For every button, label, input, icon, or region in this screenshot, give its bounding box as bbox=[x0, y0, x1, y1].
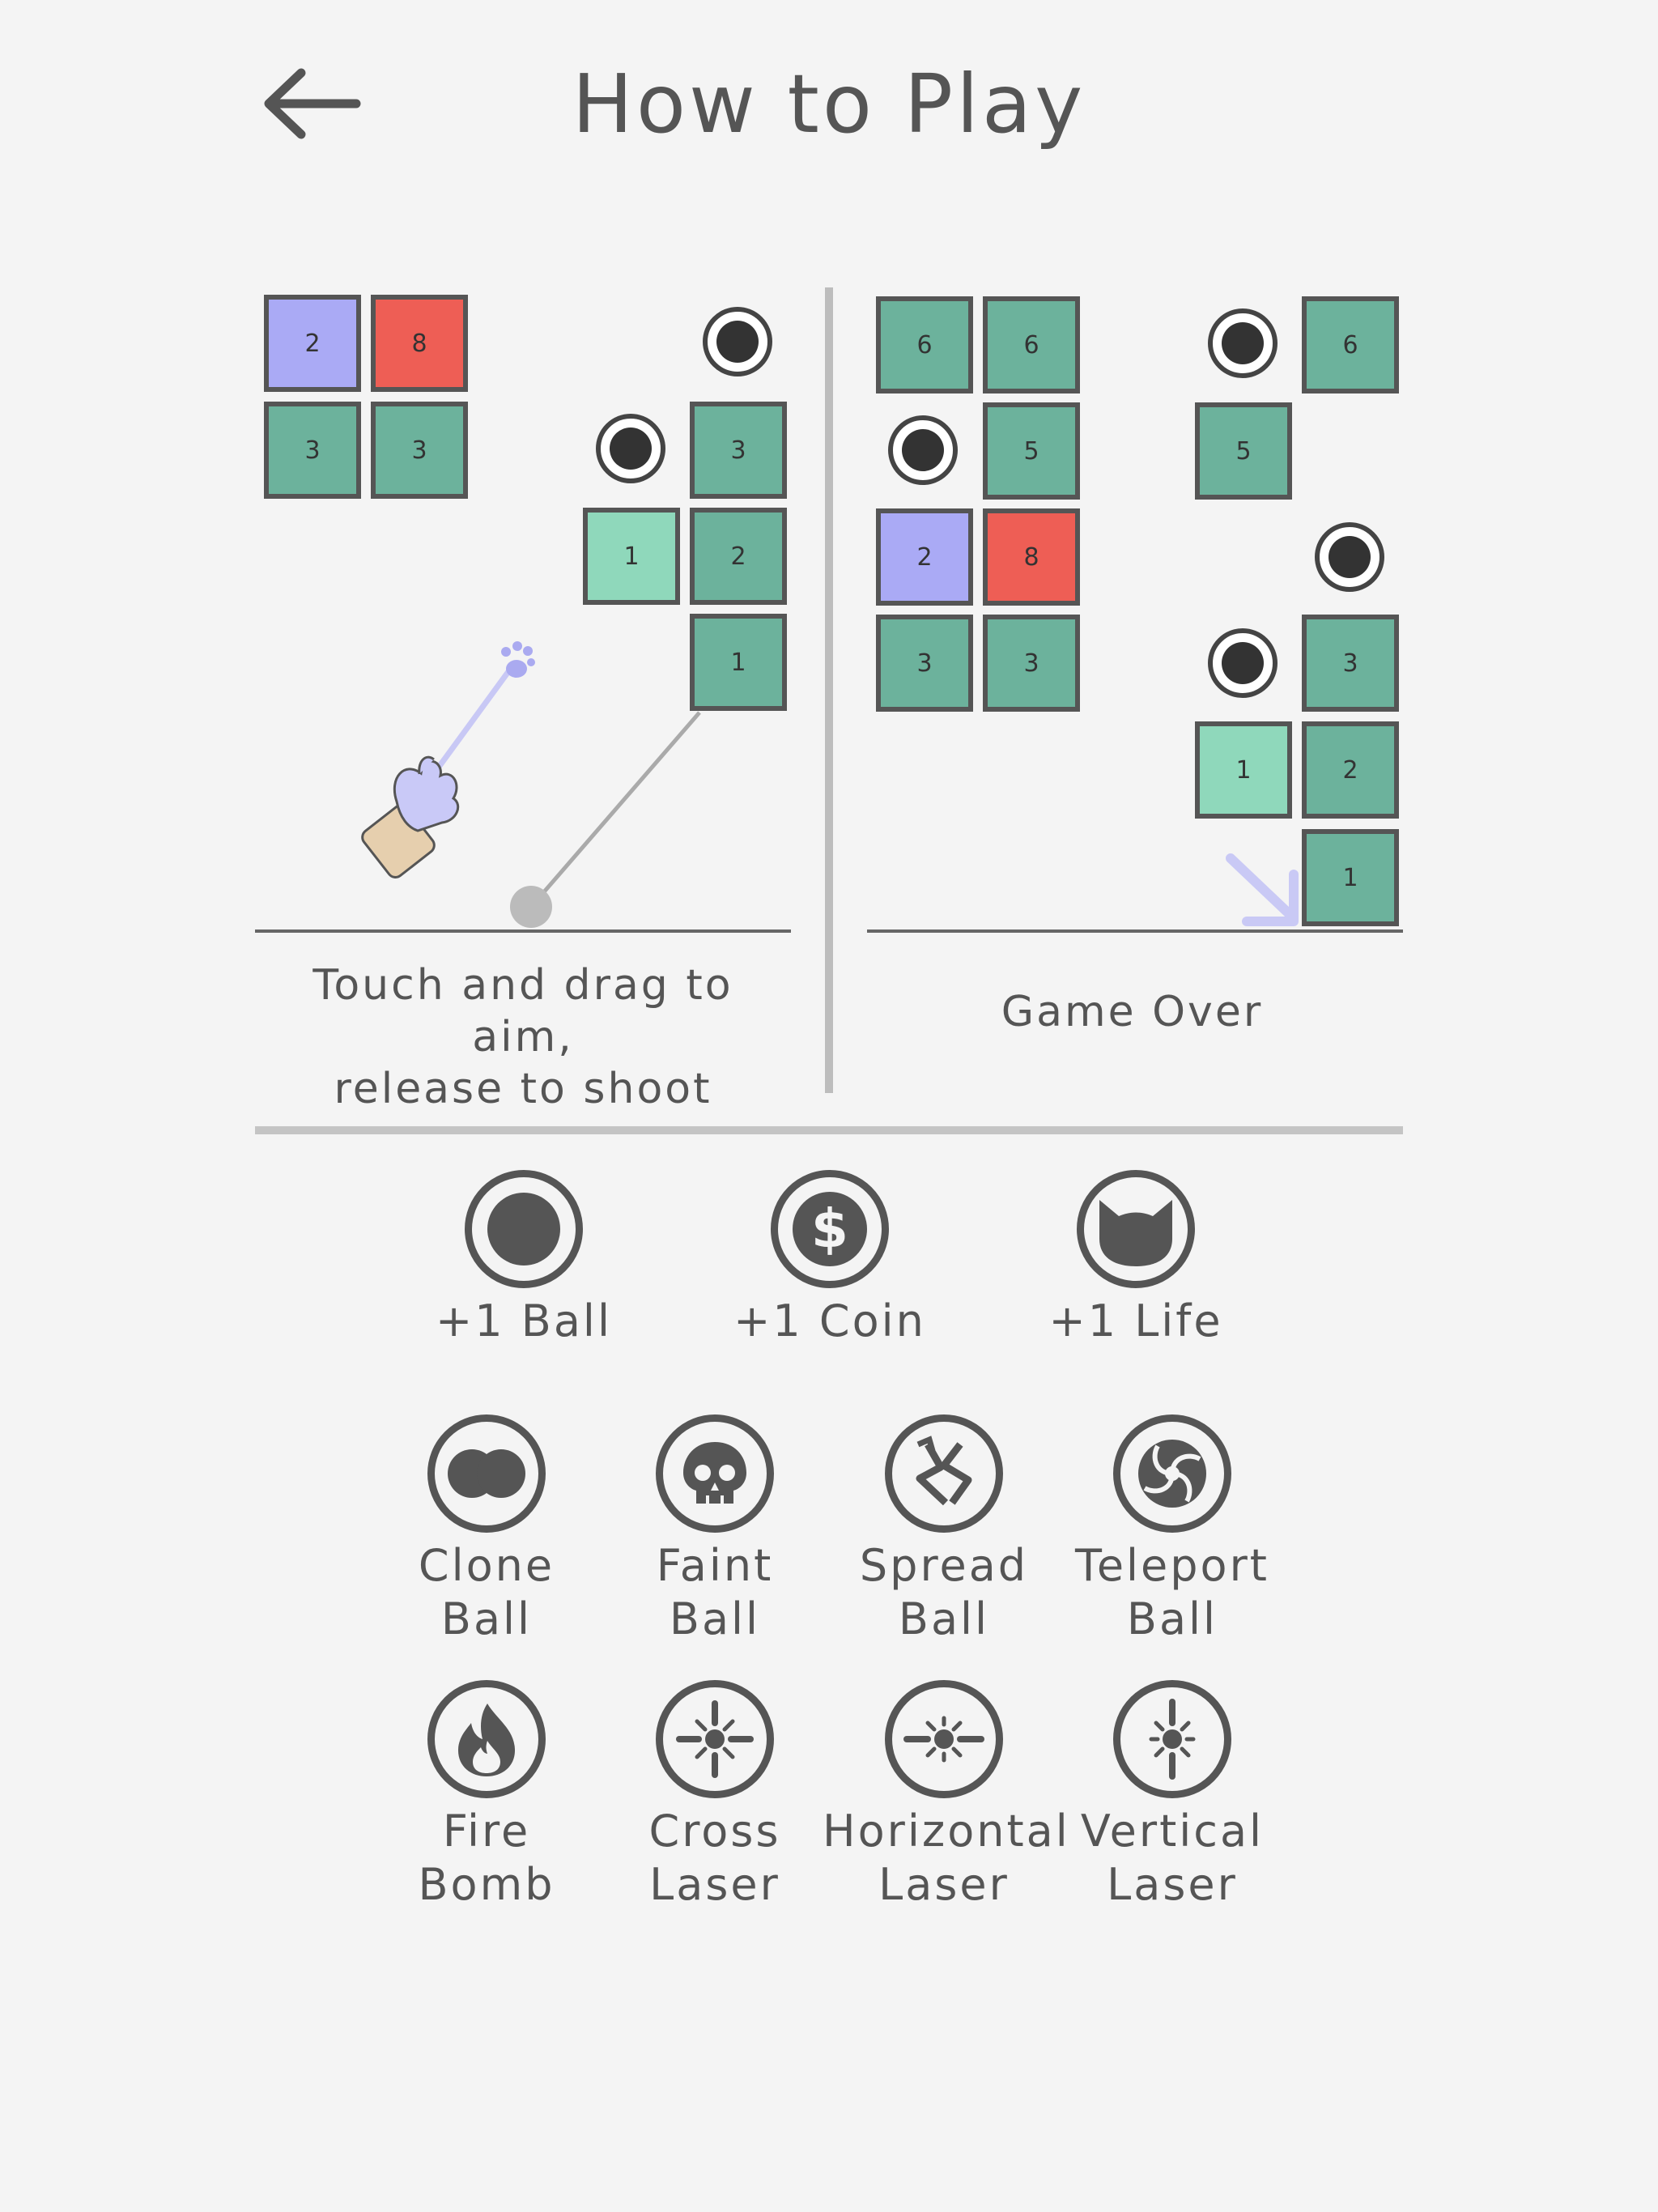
skull-icon bbox=[656, 1414, 774, 1533]
powerup-label-line: Ball bbox=[1126, 1593, 1218, 1644]
tile: 1 bbox=[690, 614, 787, 711]
back-button[interactable] bbox=[259, 65, 364, 146]
tile: 5 bbox=[1195, 402, 1292, 500]
powerup-label-line: Faint bbox=[656, 1540, 774, 1591]
cross-laser-icon bbox=[656, 1680, 774, 1798]
clone-ball-icon bbox=[427, 1414, 546, 1533]
aim-instruction-line: Touch and drag to aim, bbox=[312, 961, 733, 1061]
tile: 3 bbox=[983, 615, 1080, 712]
svg-text:$: $ bbox=[811, 1197, 848, 1260]
section-divider bbox=[255, 1126, 1403, 1134]
panel-divider bbox=[825, 287, 833, 1093]
tile: 3 bbox=[264, 402, 361, 499]
powerup-label-line: Ball bbox=[440, 1593, 533, 1644]
tile: 1 bbox=[1195, 721, 1292, 819]
cat-head-icon bbox=[1077, 1170, 1195, 1288]
tile: 3 bbox=[1302, 615, 1399, 712]
pickup-label: +1 Ball bbox=[436, 1295, 612, 1346]
powerup-label-line: Laser bbox=[649, 1859, 780, 1910]
dollar-coin-icon: $ bbox=[771, 1170, 889, 1288]
tile: 2 bbox=[1302, 721, 1399, 819]
tile: 5 bbox=[983, 402, 1080, 500]
flame-icon bbox=[427, 1680, 546, 1798]
tile: 8 bbox=[983, 508, 1080, 606]
floor-line bbox=[867, 929, 1403, 933]
ball-pickup-marker bbox=[596, 414, 665, 483]
pickup-label: +1 Coin bbox=[733, 1295, 926, 1346]
page-title: How to Play bbox=[572, 57, 1086, 151]
tile: 3 bbox=[690, 402, 787, 499]
spread-arrows-icon bbox=[885, 1414, 1003, 1533]
powerup-label-line: Cross bbox=[648, 1806, 781, 1857]
vortex-icon bbox=[1113, 1414, 1231, 1533]
ball-pickup-marker bbox=[1315, 522, 1384, 592]
aim-instruction-line: release to shoot bbox=[334, 1065, 712, 1113]
pickup-life: +1 Life bbox=[1014, 1170, 1257, 1348]
arrow-down-right-icon bbox=[1226, 853, 1299, 926]
tile: 2 bbox=[876, 508, 973, 606]
tile: 2 bbox=[264, 295, 361, 392]
tile: 1 bbox=[583, 508, 680, 605]
vertical-laser-icon bbox=[1113, 1680, 1231, 1798]
tile: 6 bbox=[876, 296, 973, 393]
tile: 3 bbox=[876, 615, 973, 712]
powerup-label-line: Teleport bbox=[1075, 1540, 1269, 1591]
pickup-label: +1 Life bbox=[1048, 1295, 1223, 1346]
powerup-label-line: Spread bbox=[859, 1540, 1029, 1591]
powerup-label-line: Fire bbox=[442, 1806, 531, 1857]
tile: 6 bbox=[983, 296, 1080, 393]
tile: 6 bbox=[1302, 296, 1399, 393]
powerup-label-line: Ball bbox=[669, 1593, 761, 1644]
tile: 3 bbox=[371, 402, 468, 499]
aim-illustration bbox=[361, 641, 701, 928]
cat-hand-icon bbox=[361, 755, 460, 878]
aim-instruction: Touch and drag to aim, release to shoot bbox=[255, 959, 791, 1115]
floor-line bbox=[255, 929, 791, 933]
ball-pickup-marker bbox=[1208, 308, 1278, 378]
ball-pickup-marker bbox=[1208, 628, 1278, 698]
paw-print-icon bbox=[501, 641, 535, 678]
pickup-ball: +1 Ball bbox=[402, 1170, 645, 1348]
ball-pickup-marker bbox=[703, 307, 772, 376]
powerup-label-line: Ball bbox=[898, 1593, 990, 1644]
arrow-left-icon bbox=[264, 68, 361, 139]
game-over-label: Game Over bbox=[1001, 988, 1264, 1036]
pickup-coin: $ +1 Coin bbox=[708, 1170, 951, 1348]
powerup-label-line: Horizontal bbox=[823, 1806, 1070, 1857]
tile: 2 bbox=[690, 508, 787, 605]
ball-icon bbox=[465, 1170, 583, 1288]
powerup-label-line: Laser bbox=[1107, 1859, 1238, 1910]
powerup-label-line: Bomb bbox=[418, 1859, 555, 1910]
powerup-label-line: Vertical bbox=[1080, 1806, 1265, 1857]
tile: 8 bbox=[371, 295, 468, 392]
powerup-label-line: Laser bbox=[878, 1859, 1010, 1910]
tile: 1 bbox=[1302, 829, 1399, 926]
horizontal-laser-icon bbox=[885, 1680, 1003, 1798]
ball-pickup-marker bbox=[888, 415, 958, 485]
powerup-label-line: Clone bbox=[418, 1540, 555, 1591]
